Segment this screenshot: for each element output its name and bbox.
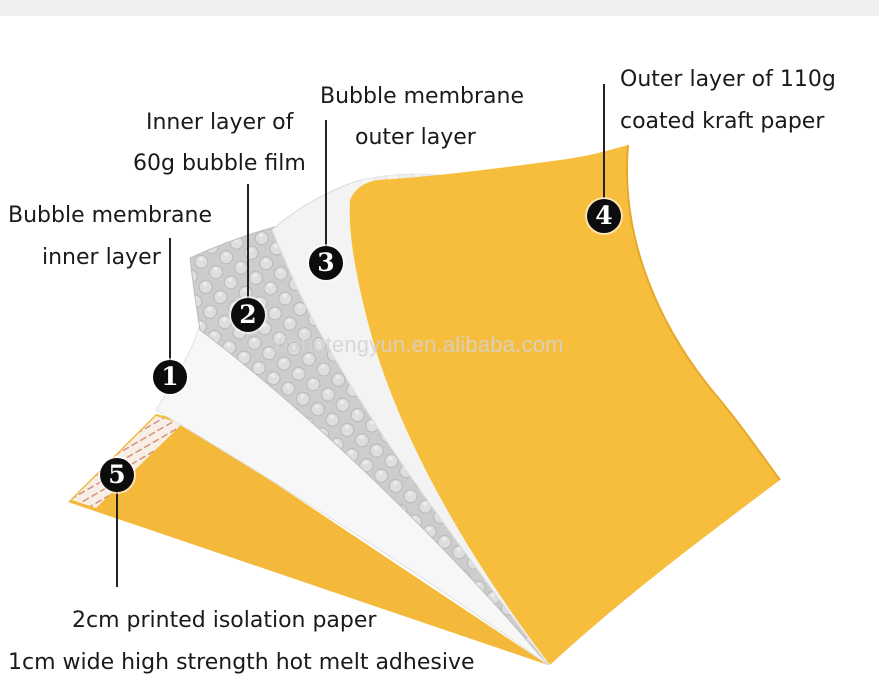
layer1-label-line2: inner layer	[42, 245, 161, 270]
badge-3: 3	[309, 246, 343, 280]
top-band	[0, 0, 879, 16]
layer1-label-line1: Bubble membrane	[8, 203, 212, 228]
layer2-label-line2: 60g bubble film	[133, 151, 306, 176]
layer5-label-line1: 2cm printed isolation paper	[72, 608, 377, 633]
layer2-label-line1: Inner layer of	[146, 110, 294, 135]
badge-4: 4	[587, 199, 621, 233]
layer4-label-line1: Outer layer of 110g	[620, 67, 836, 92]
layer3-label-line1: Bubble membrane	[320, 84, 524, 109]
badge-2: 2	[231, 298, 265, 332]
badge-1: 1	[153, 360, 187, 394]
layer5-kraft-sheet	[68, 414, 548, 665]
layer4-label-line2: coated kraft paper	[620, 109, 825, 134]
layer5-label-line2: 1cm wide high strength hot melt adhesive	[8, 650, 475, 675]
layer3-label-line2: outer layer	[355, 125, 476, 150]
badge-5: 5	[100, 458, 134, 492]
layer4-kraft-edge	[626, 144, 781, 481]
layer4-kraft-paper	[349, 145, 780, 665]
watermark: xiangtengyun.en.alibaba.com	[272, 332, 564, 357]
